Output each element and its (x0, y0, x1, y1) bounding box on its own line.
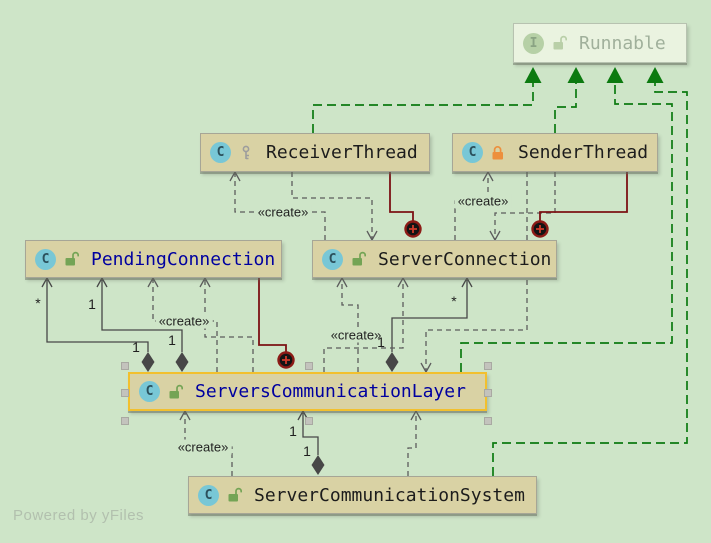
edge-senderthread-uses-layer[interactable] (425, 172, 528, 372)
open-arrowhead (482, 170, 494, 182)
lock-closed-icon (491, 145, 506, 161)
lock-open-icon (552, 35, 568, 51)
inner-class-plus-icon (282, 356, 290, 364)
node-label: ServerConnection (378, 248, 552, 270)
composition-diamond (175, 352, 189, 372)
triangle-arrowhead (606, 67, 624, 83)
edge-system-creates-layer[interactable] (184, 411, 233, 476)
node-pending-connection[interactable]: C PendingConnection (25, 240, 282, 278)
node-server-connection[interactable]: C ServerConnection (312, 240, 557, 278)
selection-handle[interactable] (121, 362, 129, 370)
node-label: ServersCommunicationLayer (195, 381, 466, 402)
edge-layer-composes-serverconnection[interactable] (391, 278, 468, 352)
selection-handle[interactable] (484, 417, 492, 425)
edge-layer-composes-pendingconnection-one[interactable] (101, 278, 183, 352)
edge-system-composes-layer[interactable] (302, 411, 319, 455)
open-arrowhead (147, 276, 159, 288)
triangle-arrowhead (567, 67, 585, 83)
lock-open-icon (64, 251, 80, 267)
lock-open-icon (351, 251, 367, 267)
node-servers-communication-layer[interactable]: C ServersCommunicationLayer (128, 372, 487, 411)
node-label: ServerCommunicationSystem (254, 484, 525, 506)
node-label: ReceiverThread (266, 142, 418, 163)
edge-layer-composes-pendingconnection-many[interactable] (46, 278, 149, 352)
edge-layer-uses-pendingconnection[interactable] (204, 278, 254, 372)
inner-class-plus-icon (536, 225, 544, 233)
inner-class-plus-icon (409, 225, 417, 233)
edge-pendingconnection-inner-of-layer[interactable] (258, 278, 287, 352)
open-arrowhead (461, 276, 473, 288)
selection-handle[interactable] (304, 362, 313, 370)
node-runnable[interactable]: I Runnable (513, 23, 687, 63)
node-server-communication-system[interactable]: C ServerCommunicationSystem (188, 476, 537, 514)
class-icon: C (210, 142, 231, 163)
selection-handle[interactable] (484, 388, 492, 397)
open-arrowhead (179, 409, 191, 421)
edge-layer-uses-serverconnection[interactable] (323, 278, 404, 372)
open-arrowhead (199, 276, 211, 288)
node-receiver-thread[interactable]: C ReceiverThread (200, 133, 430, 172)
key-icon (239, 145, 254, 161)
selection-handle[interactable] (121, 417, 129, 425)
yfiles-watermark: Powered by yFiles (13, 507, 145, 524)
selection-handle[interactable] (304, 417, 313, 425)
open-arrowhead (336, 276, 348, 288)
node-label: PendingConnection (91, 248, 276, 270)
class-icon: C (198, 484, 219, 506)
edge-layer-implements-runnable[interactable] (460, 83, 673, 372)
edge-receiverthread-inner-of-serverconnection[interactable] (389, 172, 414, 221)
composition-diamond (385, 352, 399, 372)
triangle-arrowhead (524, 67, 542, 83)
edge-senderthread-inner-of-serverconnection[interactable] (539, 172, 628, 221)
node-sender-thread[interactable]: C SenderThread (452, 133, 658, 172)
lock-open-icon (227, 487, 243, 503)
selection-handle[interactable] (121, 388, 129, 397)
interface-icon: I (523, 32, 544, 54)
edge-senderthread-implements-runnable[interactable] (554, 83, 577, 133)
edge-receiverthread-uses-serverconnection[interactable] (291, 172, 373, 240)
class-icon: C (322, 248, 343, 270)
node-label: Runnable (579, 32, 666, 54)
open-arrowhead (410, 409, 422, 421)
class-icon: C (139, 381, 160, 402)
open-arrowhead (41, 276, 53, 288)
edge-receiverthread-implements-runnable[interactable] (312, 83, 534, 133)
class-icon: C (462, 142, 483, 163)
open-arrowhead (397, 276, 409, 288)
open-arrowhead (229, 170, 241, 182)
class-icon: C (35, 248, 56, 270)
lock-open-icon (168, 384, 184, 400)
composition-diamond (141, 352, 155, 372)
composition-diamond (311, 455, 325, 475)
edge-system-uses-layer[interactable] (407, 411, 417, 476)
edge-layer-creates-serverconnection[interactable] (341, 278, 359, 372)
triangle-arrowhead (646, 67, 664, 83)
selection-handle[interactable] (484, 362, 492, 370)
open-arrowhead (96, 276, 108, 288)
edge-senderthread-uses-serverconnection[interactable] (494, 172, 556, 240)
node-label: SenderThread (518, 142, 649, 163)
